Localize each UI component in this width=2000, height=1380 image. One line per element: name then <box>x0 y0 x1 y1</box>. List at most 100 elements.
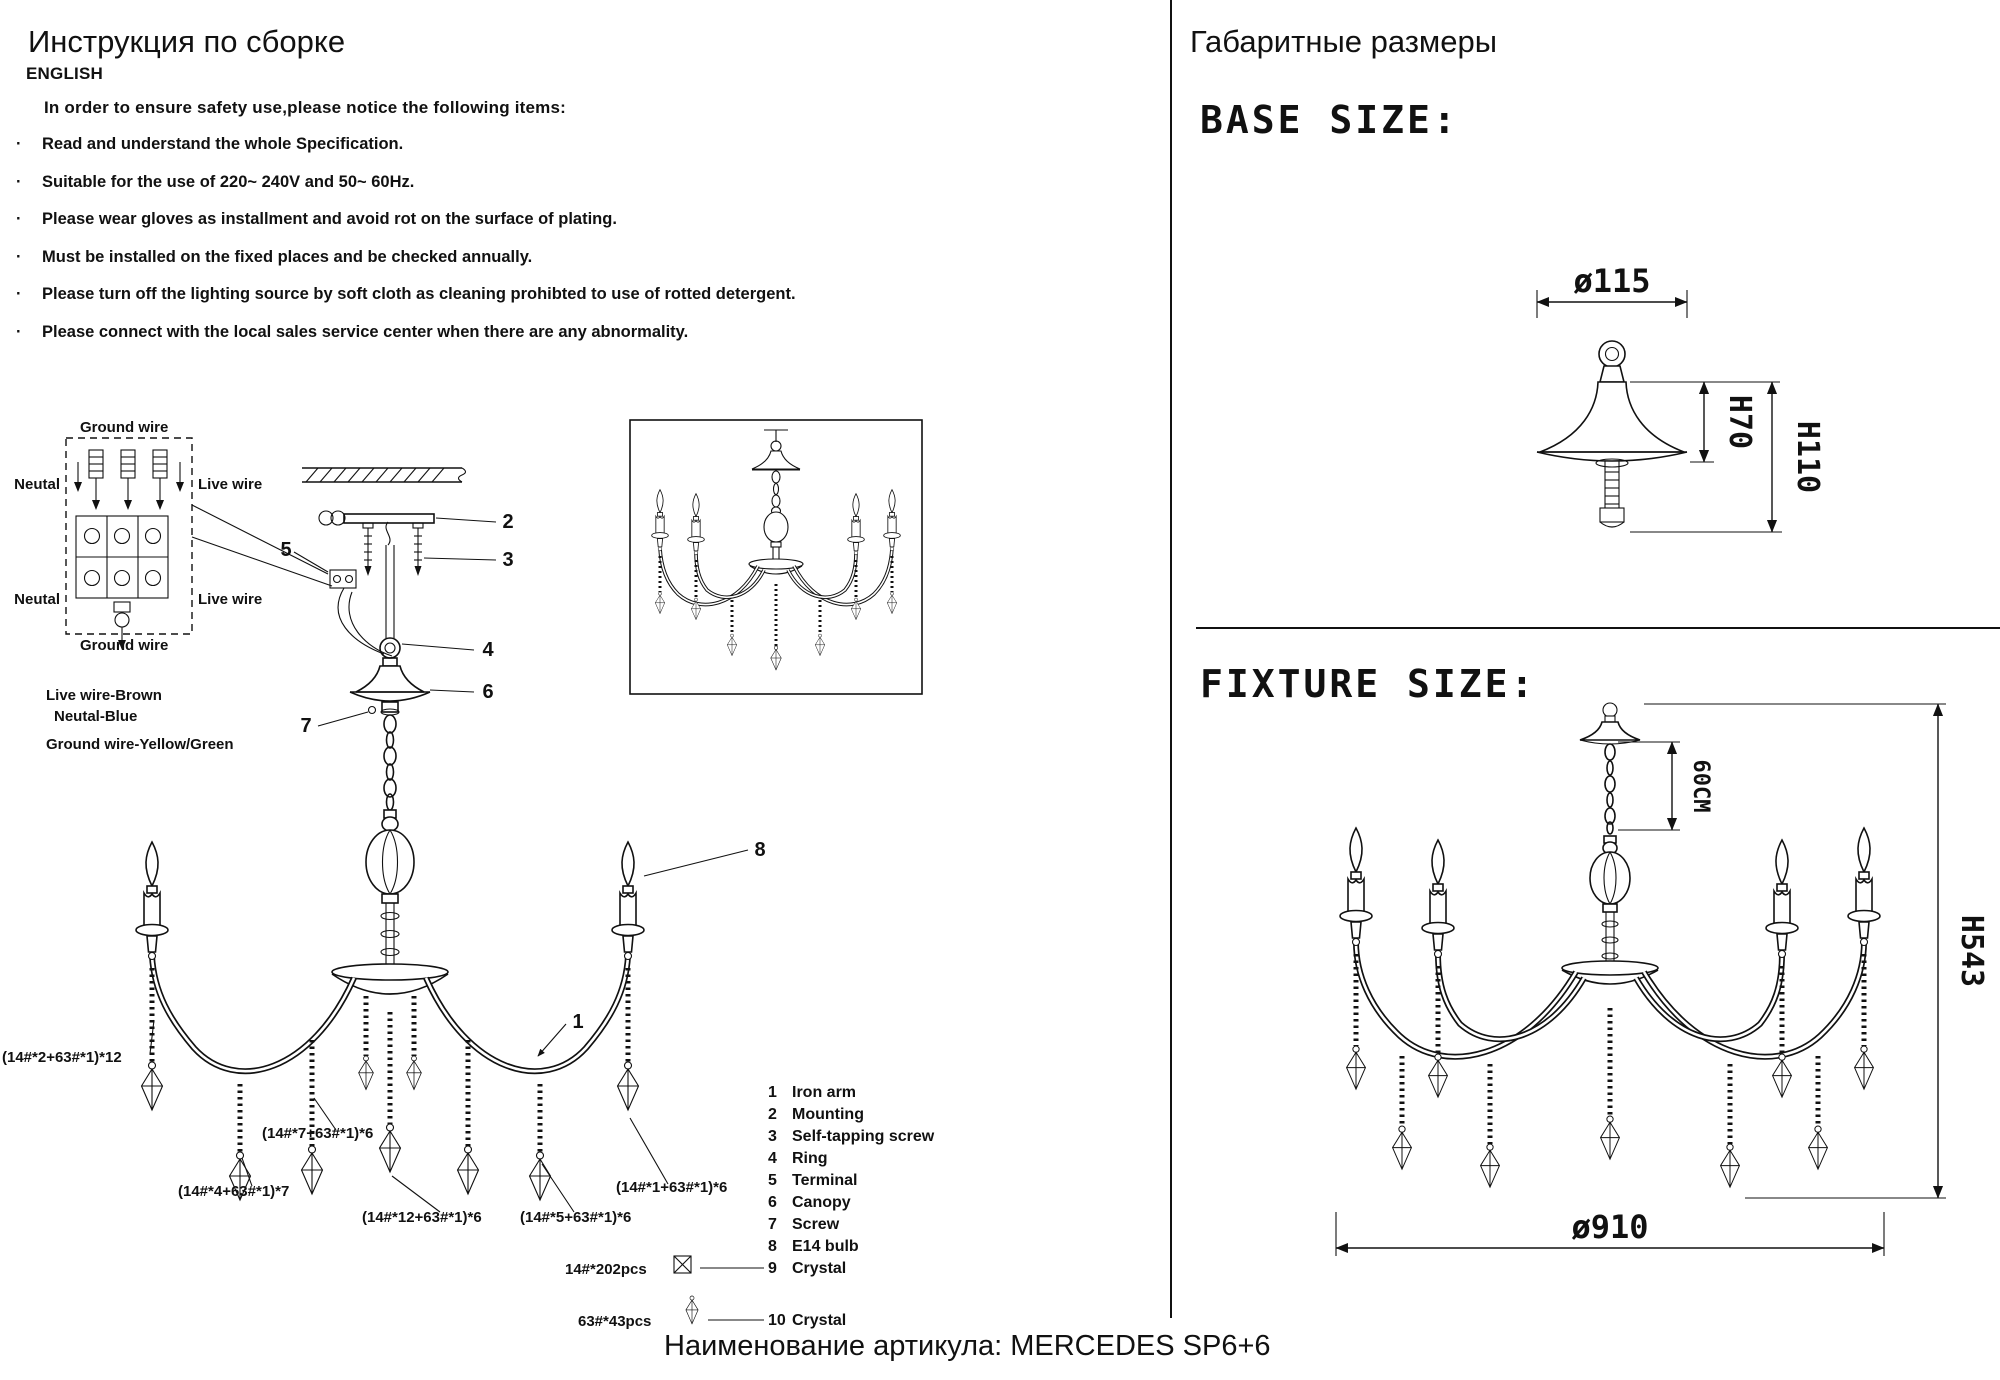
instruction-text: Please connect with the local sales serv… <box>42 322 689 341</box>
base-size-heading: BASE SIZE: <box>1200 98 1459 142</box>
part-row: 8 E14 bulb <box>768 1236 934 1258</box>
crystal-count-b: (14#*7+63#*1)*6 <box>262 1125 373 1142</box>
main-chandelier-drawing <box>135 545 645 1201</box>
bullet: · <box>16 172 22 191</box>
part-number: 6 <box>768 1194 777 1211</box>
right-title: Габаритные размеры <box>1190 24 1498 59</box>
dim-fixture-diameter <box>1335 1212 1885 1256</box>
label-neutral-bottom: Neutal <box>14 591 60 608</box>
base-h110-label: H110 <box>1790 421 1825 493</box>
fixture-height-label: H543 <box>1954 915 1989 987</box>
instruction-item: ·Please wear gloves as installment and a… <box>12 201 796 239</box>
part-row: 6 Canopy <box>768 1192 934 1214</box>
fixture-size-heading: FIXTURE SIZE: <box>1200 662 1537 706</box>
part-number: 4 <box>768 1150 777 1167</box>
candle-left <box>135 841 169 961</box>
callout-2: 2 <box>502 511 513 533</box>
dim-fixture-height <box>1644 703 1946 1199</box>
base-size-drawing <box>1536 340 1688 528</box>
instruction-text: Suitable for the use of 220~ 240V and 50… <box>42 172 415 191</box>
label-ground-color: Ground wire-Yellow/Green <box>46 736 234 753</box>
dim-base-h70 <box>1630 381 1780 463</box>
instruction-item: · Must be installed on the fixed places a… <box>12 239 796 277</box>
part-name: Ring <box>792 1150 828 1167</box>
part-number: 2 <box>768 1106 777 1123</box>
instruction-text: Read and understand the whole Specificat… <box>42 135 404 153</box>
bullet: · <box>16 247 22 266</box>
bullet: · <box>16 210 22 229</box>
part-name: Crystal <box>792 1260 847 1277</box>
bullet: · <box>16 285 22 304</box>
part-row: 3 Self-tapping screw <box>768 1126 934 1148</box>
label-live-bottom: Live wire <box>198 591 262 608</box>
instruction-item: · Read and understand the whole Specifica… <box>12 126 796 164</box>
label-neutral-top: Neutal <box>14 476 60 493</box>
article-name-footer: Наименование артикула: MERCEDES SP6+6 <box>664 1330 1271 1362</box>
callout-5: 5 <box>280 539 291 561</box>
inset-crystal-strands <box>655 556 897 671</box>
part-row: 7 Screw <box>768 1214 934 1236</box>
part-number: 3 <box>768 1128 777 1145</box>
part-name: Screw <box>792 1216 840 1233</box>
callout-8: 8 <box>754 839 765 861</box>
part-number: 8 <box>768 1238 777 1255</box>
callout-leaders <box>293 517 749 1057</box>
chain-length-label: 60CM <box>1688 760 1713 813</box>
callout-4: 4 <box>482 639 494 661</box>
crystal-pcs-small: 14#*202pcs <box>565 1261 647 1278</box>
base-h70-label: H70 <box>1722 395 1757 449</box>
inset-chandelier-box <box>629 419 923 695</box>
crystal-strands <box>140 968 640 1201</box>
callout-6: 6 <box>482 681 493 703</box>
part-number: 5 <box>768 1172 777 1189</box>
crystal-count-e: (14#*5+63#*1)*6 <box>520 1209 631 1226</box>
crystal-count-f: (14#*1+63#*1)*6 <box>616 1179 727 1196</box>
callout-1: 1 <box>572 1011 583 1033</box>
label-ground-wire-bottom: Ground wire <box>80 637 168 654</box>
part-name: Iron arm <box>792 1084 857 1101</box>
dim-chain-length <box>1618 741 1680 831</box>
part-name: Canopy <box>792 1194 851 1211</box>
part-name: Self-tapping screw <box>792 1128 935 1145</box>
wiring-terminal-diagram <box>65 437 333 650</box>
part-row: 4 Ring <box>768 1148 934 1170</box>
safety-instructions: · Read and understand the whole Specifica… <box>12 126 796 352</box>
left-title: Инструкция по сборке <box>28 24 346 59</box>
intro-line: In order to ensure safety use,please not… <box>44 98 566 117</box>
fixture-crystal-strands <box>1346 954 1874 1188</box>
instruction-text: Must be installed on the fixed places an… <box>42 247 533 266</box>
crystal-count-d: (14#*12+63#*1)*6 <box>362 1209 482 1226</box>
instruction-text: Please turn off the lighting source by s… <box>42 285 796 304</box>
callout-3: 3 <box>502 549 513 571</box>
dim-base-h110 <box>1630 381 1782 533</box>
bullet: · <box>16 135 22 153</box>
fixture-diameter-label: ø910 <box>1571 1208 1648 1246</box>
part-name: E14 bulb <box>792 1238 859 1255</box>
language-label: ENGLISH <box>26 64 103 83</box>
base-diameter-label: ø115 <box>1573 262 1650 300</box>
part-name: Terminal <box>792 1172 858 1189</box>
crystal-count-c: (14#*4+63#*1)*7 <box>178 1183 289 1200</box>
part-number: 9 <box>768 1260 777 1277</box>
crystal-pcs-symbols <box>673 1255 764 1325</box>
part-row: 5 Terminal <box>768 1170 934 1192</box>
part-number: 7 <box>768 1216 777 1233</box>
crystal-count-a: (14#*2+63#*1)*12 <box>2 1049 122 1066</box>
part-row: 10 Crystal <box>768 1310 934 1332</box>
label-neutral-color: Neutal-Blue <box>54 708 137 725</box>
part-number: 10 <box>768 1312 786 1329</box>
ceiling-mount-detail <box>302 467 467 657</box>
dim-base-diameter <box>1536 290 1688 318</box>
part-name: Crystal <box>792 1312 847 1329</box>
fixture-size-drawing <box>1339 702 1881 1188</box>
callout-7: 7 <box>300 715 311 737</box>
bullet: · <box>16 322 22 341</box>
instruction-item: · Please connect with the local sales ser… <box>12 314 796 352</box>
part-row: 9 Crystal <box>768 1258 934 1280</box>
label-live-wire-color: Live wire-Brown <box>46 687 162 704</box>
